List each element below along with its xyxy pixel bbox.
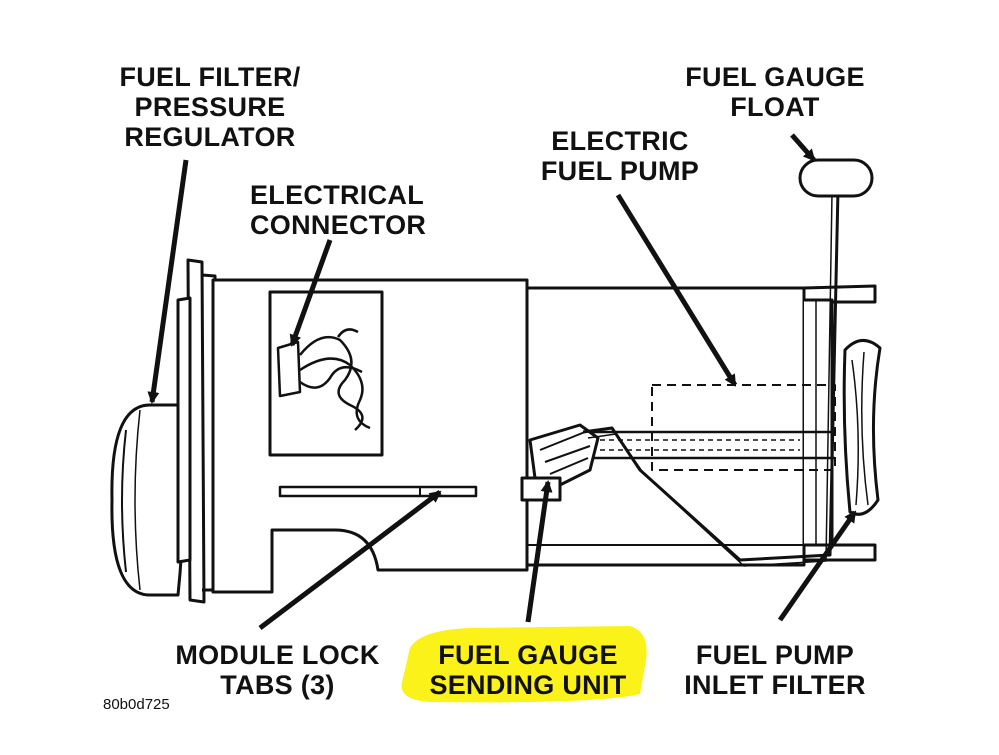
arrow-float (790, 133, 816, 162)
inlet-filter (842, 339, 882, 516)
pump-reservoir (527, 286, 806, 567)
electric-fuel-pump-outline (651, 384, 836, 471)
fuel-filter-canister (110, 403, 185, 597)
label-fuel-pump-inlet-filter: FUEL PUMP INLET FILTER (684, 640, 866, 700)
float-arm (582, 189, 840, 562)
arrow-filter (147, 159, 189, 404)
arrow-connector (289, 239, 333, 347)
label-module-lock-tabs: MODULE LOCK TABS (3) (175, 640, 380, 700)
sending-unit (520, 423, 600, 502)
label-electrical-connector: ELECTRICAL CONNECTOR (250, 180, 427, 240)
highlight-sending-unit (401, 626, 647, 703)
arrow-lock-tabs (258, 490, 442, 630)
arrow-pump (615, 193, 738, 387)
figure-code: 80b0d725 (103, 696, 170, 713)
arrow-inlet-filter (777, 510, 858, 622)
label-fuel-gauge-float: FUEL GAUGE FLOAT (685, 62, 865, 122)
fuel-gauge-float (798, 158, 874, 198)
label-fuel-filter-pressure-regulator: FUEL FILTER/ PRESSURE REGULATOR (119, 62, 301, 152)
label-electric-fuel-pump: ELECTRIC FUEL PUMP (540, 126, 700, 186)
label-fuel-gauge-sending-unit: FUEL GAUGE SENDING UNIT (429, 640, 627, 700)
mounting-flange (176, 258, 217, 604)
arrow-sending-unit (525, 480, 553, 623)
connector-window (268, 290, 384, 457)
module-lock-tab-slot (278, 485, 478, 498)
